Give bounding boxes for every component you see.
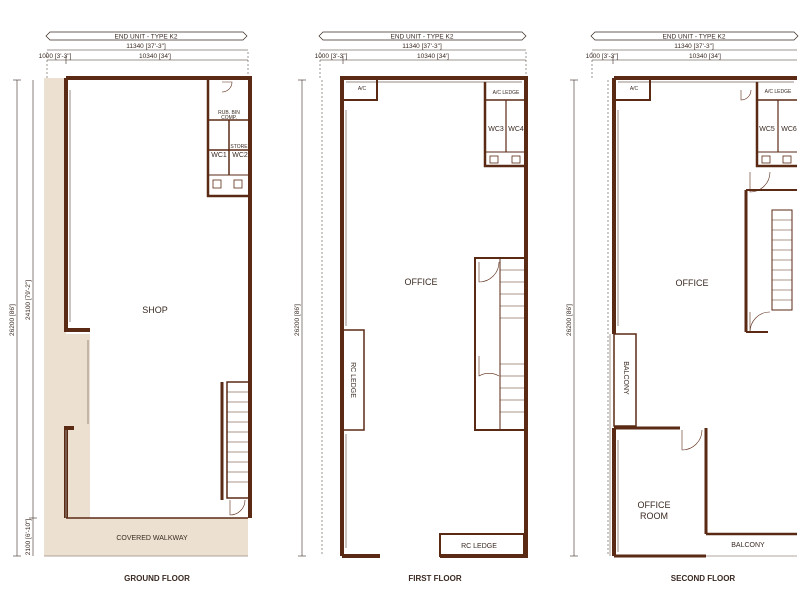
depth-outer-dim: 26200 [86'] <box>566 304 573 336</box>
room-ac: A/C <box>358 86 367 92</box>
room-covered-walkway: COVERED WALKWAY <box>116 535 188 542</box>
first-stair-treads <box>500 269 525 413</box>
outer-wall <box>66 76 252 518</box>
depth-inner-dim: 24100 [79'-2"] <box>25 280 32 320</box>
room-rc-ledge-bottom: RC LEDGE <box>461 543 497 550</box>
total-width-dim: 11340 [37'-3"] <box>126 43 166 50</box>
unit-banner-text: END UNIT - TYPE K2 <box>663 34 726 41</box>
total-width-dim: 11340 [37'-3"] <box>402 43 442 50</box>
caption-ground-floor: GROUND FLOOR <box>124 574 190 583</box>
unit-banner <box>318 31 527 41</box>
room-office: OFFICE <box>405 277 438 287</box>
room-balcony-side: BALCONY <box>622 361 629 395</box>
room-office-room-line1: OFFICE <box>638 500 671 510</box>
unit-banner <box>45 31 248 41</box>
room-store: STORE <box>230 144 248 150</box>
second-stair-treads <box>772 219 792 301</box>
left-offset-dim: 1000 [3'-3"] <box>315 53 348 60</box>
inner-width-dim: 10340 [34'] <box>689 53 721 60</box>
caption-first-floor: FIRST FLOOR <box>408 574 462 583</box>
room-ac-ledge: A/C LEDGE <box>765 89 792 95</box>
room-wc5: WC5 <box>759 126 775 133</box>
inner-width-dim: 10340 [34'] <box>139 53 171 60</box>
second-floor-plan: END UNIT - TYPE K2 11340 [37'-3"] 1000 [… <box>566 31 799 583</box>
room-ac: A/C <box>630 86 639 92</box>
left-offset-dim: 1000 [3'-3"] <box>39 53 72 60</box>
room-office: OFFICE <box>676 278 709 288</box>
depth-outer-dim: 26200 [86'] <box>9 304 16 336</box>
room-office-room-line2: ROOM <box>640 511 668 521</box>
first-floor-plan: END UNIT - TYPE K2 11340 [37'-3"] 1000 [… <box>294 31 528 583</box>
room-rubbish-comp: COMP. <box>221 115 237 121</box>
room-wc4: WC4 <box>508 126 524 133</box>
left-offset-dim: 1000 [3'-3"] <box>586 53 619 60</box>
room-balcony-bottom: BALCONY <box>731 542 765 549</box>
inner-width-dim: 10340 [34'] <box>417 53 449 60</box>
outer-wall <box>340 76 528 558</box>
room-wc2: WC2 <box>232 152 248 159</box>
room-rc-ledge-side: RC LEDGE <box>349 362 356 398</box>
room-wc6: WC6 <box>781 126 797 133</box>
depth-outer-dim: 26200 [86'] <box>294 304 301 336</box>
unit-banner-text: END UNIT - TYPE K2 <box>115 34 178 41</box>
unit-banner <box>590 31 799 41</box>
caption-second-floor: SECOND FLOOR <box>671 574 736 583</box>
room-wc3: WC3 <box>488 126 504 133</box>
ground-floor-plan: END UNIT - TYPE K2 11340 [37'-3"] 1000 [… <box>9 31 252 583</box>
unit-banner-text: END UNIT - TYPE K2 <box>391 34 454 41</box>
depth-walkway-dim: 2100 [6'-10"] <box>25 519 32 556</box>
total-width-dim: 11340 [37'-3"] <box>674 43 714 50</box>
room-shop: SHOP <box>142 305 168 315</box>
room-ac-ledge: A/C LEDGE <box>493 90 520 96</box>
room-wc1: WC1 <box>211 152 227 159</box>
ground-stair-treads <box>227 391 249 483</box>
room-rubbish: RUB. BIN <box>218 110 240 116</box>
